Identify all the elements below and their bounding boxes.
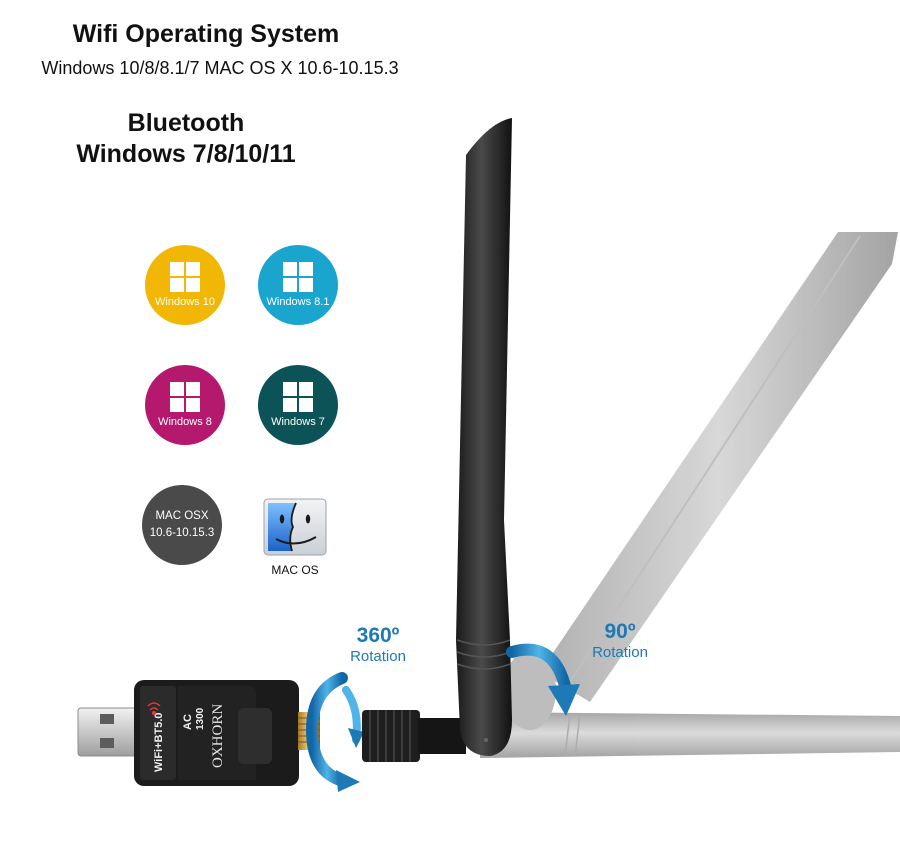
adapter-body bbox=[134, 680, 299, 786]
badge-label-line1: MAC OSX bbox=[155, 510, 209, 522]
badge-mac-osx: MAC OSX 10.6-10.15.3 bbox=[142, 485, 222, 565]
adapter-side-text: WiFi+BT5.0 bbox=[153, 713, 165, 773]
badge-label: Windows 8.1 bbox=[266, 296, 330, 308]
windows-logo-icon bbox=[170, 382, 200, 412]
rotation-90-value: 90º bbox=[604, 620, 636, 643]
adapter-speed: 1300 bbox=[195, 707, 206, 730]
badge-label: Windows 10 bbox=[155, 296, 215, 308]
windows-logo-icon bbox=[283, 262, 313, 292]
badge-windows-8: Windows 8 bbox=[145, 365, 225, 445]
ghost-antenna-tilted bbox=[540, 232, 898, 702]
adapter-model: AC bbox=[182, 714, 194, 730]
badge-windows-7: Windows 7 bbox=[258, 365, 338, 445]
usb-plug bbox=[77, 707, 143, 757]
ghost-antenna-horizontal bbox=[480, 712, 900, 758]
bluetooth-title: Bluetooth Windows 7/8/10/11 bbox=[60, 108, 312, 170]
badge-windows-8-1: Windows 8.1 bbox=[258, 245, 338, 325]
ghost-hinge bbox=[504, 650, 556, 730]
rotation-360-value: 360º bbox=[356, 624, 400, 647]
wifi-os-list: Windows 10/8/8.1/7 MAC OS X 10.6-10.15.3 bbox=[41, 58, 399, 78]
rotation-360-text: Rotation bbox=[350, 648, 406, 665]
wifi-signal-icon bbox=[147, 702, 161, 716]
windows-logo-icon bbox=[170, 262, 200, 292]
badge-label-line2: 10.6-10.15.3 bbox=[149, 527, 215, 539]
badge-windows-10: Windows 10 bbox=[145, 245, 225, 325]
antenna-upright bbox=[456, 118, 512, 756]
rotation-360-arrow-icon bbox=[305, 672, 364, 792]
wifi-os-title: Wifi Operating System bbox=[72, 20, 340, 48]
rotation-360-label: 360º Rotation bbox=[338, 624, 418, 665]
bluetooth-os-list: Windows 7/8/10/11 bbox=[76, 140, 296, 168]
rotation-90-text: Rotation bbox=[592, 644, 648, 661]
rotation-90-label: 90º Rotation bbox=[580, 620, 660, 661]
finder-face-icon bbox=[263, 498, 327, 556]
badge-label: Windows 8 bbox=[158, 416, 212, 428]
mac-os-label: MAC OS bbox=[271, 563, 319, 577]
rotation-90-arrow-icon bbox=[506, 643, 580, 716]
bluetooth-title-line1: Bluetooth bbox=[127, 109, 245, 137]
windows-logo-icon bbox=[283, 382, 313, 412]
antenna-base bbox=[362, 710, 466, 762]
adapter-brand: OXHORN bbox=[210, 704, 226, 768]
badge-label: Windows 7 bbox=[271, 416, 325, 428]
